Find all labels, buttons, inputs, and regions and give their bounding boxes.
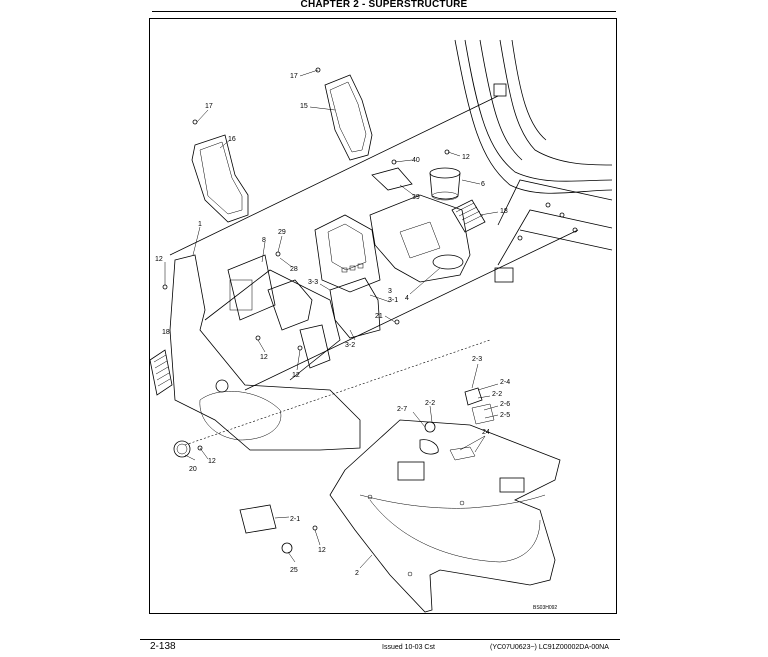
assembly-line (184, 339, 491, 446)
part-18-right-vent (451, 199, 486, 233)
assembly-line (169, 95, 499, 256)
callout: 2-2 (492, 391, 502, 398)
callout-labels: 17 15 17 16 40 12 6 39 18 1 29 8 28 12 3… (155, 73, 510, 577)
callout: 2-4 (500, 379, 510, 386)
callout: 2-6 (500, 401, 510, 408)
callout: 3 (388, 288, 392, 295)
figure-frame (149, 18, 617, 614)
callout: 3-3 (308, 279, 318, 286)
header-rule (152, 11, 616, 12)
figure-code: BS03H092 (533, 605, 557, 611)
callout: 12 (208, 458, 216, 465)
part-1-console-base (169, 254, 361, 458)
callout: 2-1 (290, 516, 300, 523)
callout: 12 (260, 354, 268, 361)
callout: 8 (262, 237, 266, 244)
callout: 18 (500, 208, 508, 215)
callout: 12 (462, 154, 470, 161)
part-15-cover (324, 74, 373, 161)
callout: 6 (481, 181, 485, 188)
callout: 20 (189, 466, 197, 473)
screws (162, 67, 450, 531)
callout: 17 (290, 73, 298, 80)
callout: 39 (412, 194, 420, 201)
callout: 18 (162, 329, 170, 336)
part-4-tray (369, 167, 471, 283)
cab-frame (454, 39, 613, 283)
callout: 12 (155, 256, 163, 263)
callout: 2-2 (425, 400, 435, 407)
callout: 2 (355, 570, 359, 577)
callout: 12 (318, 547, 326, 554)
callout: 3-2 (345, 342, 355, 349)
part-8-bracket (267, 279, 331, 369)
part-2-lower-console (329, 387, 561, 613)
callout: 16 (228, 136, 236, 143)
assembly-line (244, 229, 579, 391)
leader-lines (164, 69, 499, 569)
part-3-monitor (314, 214, 381, 339)
callout: 25 (290, 567, 298, 574)
callout: 4 (405, 295, 409, 302)
page-number: 2-138 (150, 641, 176, 652)
footer-rule (140, 639, 620, 640)
callout: 12 (292, 372, 300, 379)
callout: 40 (412, 157, 420, 164)
part-16-cover (191, 134, 249, 223)
callout: 17 (205, 103, 213, 110)
callout: 24 (482, 429, 490, 436)
callout: 2-7 (397, 406, 407, 413)
issued-date: Issued 10-03 Cst (382, 644, 435, 651)
callout: 29 (278, 229, 286, 236)
part-18-left-vent (149, 349, 173, 396)
part-2-1-lamp (239, 504, 293, 554)
callout: 2-3 (472, 356, 482, 363)
callout: 21 (375, 313, 383, 320)
callout: 2-5 (500, 412, 510, 419)
callout: 28 (290, 266, 298, 273)
callout: 1 (198, 221, 202, 228)
callout: 3-1 (388, 297, 398, 304)
document-reference: (YC07U0623~) LC91Z00002DA-00NA (490, 644, 609, 651)
page-header: CHAPTER 2 - SUPERSTRUCTURE (300, 0, 468, 10)
part-6-cup (429, 167, 461, 201)
callout: 15 (300, 103, 308, 110)
